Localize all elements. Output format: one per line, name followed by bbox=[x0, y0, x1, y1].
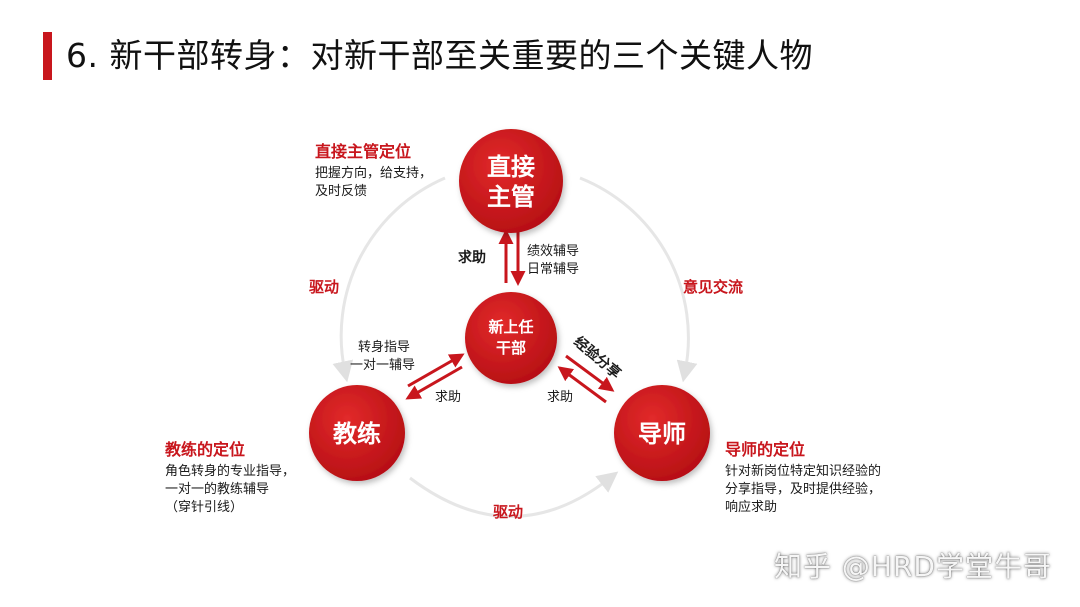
cycle-arc-right bbox=[579, 176, 698, 383]
label-experience-sharing: 经验分享 bbox=[570, 333, 624, 382]
label-help-to-supervisor: 求助 bbox=[458, 249, 486, 266]
supervisor-heading: 直接主管定位 bbox=[315, 142, 411, 161]
title-accent-bar bbox=[43, 32, 52, 80]
coach-heading: 教练的定位 bbox=[165, 440, 245, 459]
node-center-line2: 干部 bbox=[496, 339, 526, 357]
node-mentor bbox=[614, 385, 710, 481]
node-coach bbox=[309, 385, 405, 481]
label-one-on-one: 一对一辅导 bbox=[350, 358, 415, 373]
label-performance-coaching: 绩效辅导 bbox=[527, 244, 579, 259]
mentor-desc-line3: 响应求助 bbox=[725, 499, 777, 515]
arrow-mentor-to-center bbox=[557, 366, 607, 404]
cycle-label-bottom: 驱动 bbox=[493, 503, 523, 521]
label-transition-guidance: 转身指导 bbox=[358, 339, 410, 355]
label-help-from-mentor: 求助 bbox=[547, 390, 573, 405]
supervisor-desc-line2: 及时反馈 bbox=[315, 184, 367, 199]
cycle-arc-bottom bbox=[409, 471, 619, 518]
coach-desc-line3: （穿针引线） bbox=[165, 499, 243, 515]
arrow-center-to-coach bbox=[405, 365, 463, 400]
node-center-line1: 新上任 bbox=[488, 318, 533, 336]
watermark: 知乎 @HRD学堂牛哥 bbox=[774, 550, 1052, 583]
supervisor-desc-line1: 把握方向，给支持， bbox=[315, 165, 432, 181]
mentor-desc-line1: 针对新岗位特定知识经验的 bbox=[725, 463, 881, 479]
arrow-center-to-mentor bbox=[565, 354, 615, 392]
coach-desc-line2: 一对一的教练辅导 bbox=[165, 481, 269, 497]
cycle-label-right: 意见交流 bbox=[683, 278, 743, 296]
node-coach-label: 教练 bbox=[333, 420, 381, 448]
node-supervisor bbox=[459, 129, 563, 233]
page-title: 6. 新干部转身：对新干部至关重要的三个关键人物 bbox=[66, 36, 813, 75]
node-center bbox=[465, 292, 557, 384]
label-daily-coaching: 日常辅导 bbox=[527, 262, 579, 277]
mentor-heading: 导师的定位 bbox=[725, 440, 805, 459]
mentor-desc-line2: 分享指导，及时提供经验， bbox=[725, 481, 881, 497]
arrow-coach-to-center bbox=[407, 353, 465, 388]
cycle-label-left: 驱动 bbox=[309, 278, 339, 296]
node-mentor-label: 导师 bbox=[638, 420, 686, 448]
node-supervisor-line1: 直接 bbox=[487, 153, 535, 181]
label-help-from-coach: 求助 bbox=[435, 390, 461, 405]
cycle-arc-left bbox=[332, 176, 446, 383]
node-supervisor-line2: 主管 bbox=[487, 183, 535, 211]
coach-desc-line1: 角色转身的专业指导， bbox=[165, 463, 295, 479]
